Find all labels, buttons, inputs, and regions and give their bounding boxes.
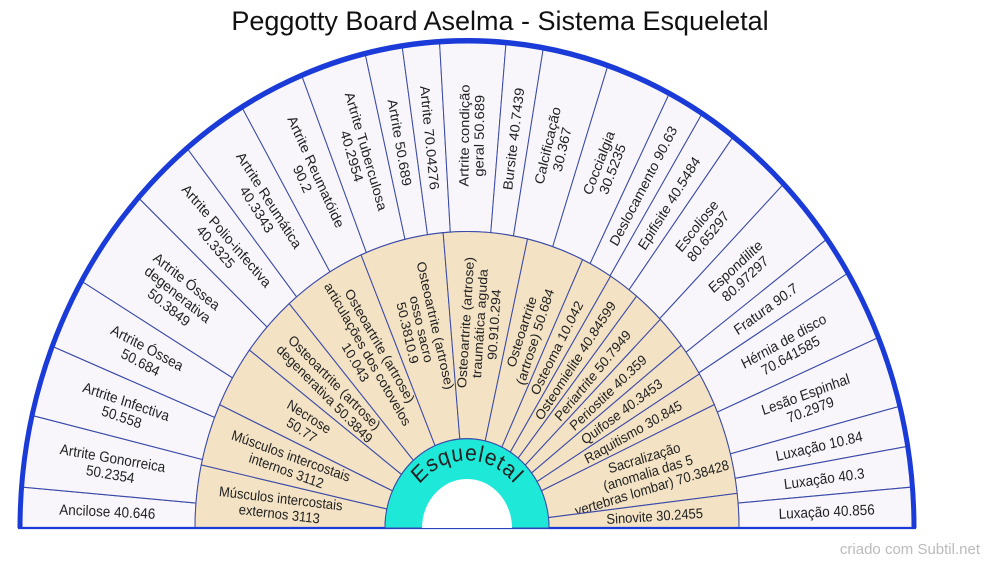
outer_ring-label: Ancilose 40.646 — [59, 501, 156, 522]
outer-border — [17, 38, 917, 529]
outer_ring-label: Coccialgia30.5235 — [580, 128, 632, 203]
outer_ring-label-line: Luxação 40.856 — [778, 501, 875, 522]
inner_ring-label: Osteoartrite (artrose)traumática aguda90… — [455, 256, 506, 390]
hub-hole — [422, 478, 512, 528]
inner_ring-label-line: traumática aguda — [470, 268, 491, 379]
outer_ring-label-line: Ancilose 40.646 — [59, 501, 156, 522]
outer_ring-label: Luxação 40.856 — [778, 501, 875, 522]
inner_ring-label-line: 90.910.294 — [485, 288, 504, 360]
outer_ring-label: Artrite condiçãogeral 50.689 — [456, 84, 487, 187]
inner_ring-label: Sinovite 30.2455 — [606, 505, 703, 527]
inner_ring-label-line: Sinovite 30.2455 — [606, 505, 703, 527]
page-title: Peggotty Board Aselma - Sistema Esquelet… — [231, 6, 769, 36]
outer_ring-label-line: Artrite condição — [456, 84, 473, 187]
outer_ring-label-line: geral 50.689 — [471, 95, 487, 177]
footer-credit[interactable]: criado com Subtil.net — [839, 541, 980, 558]
